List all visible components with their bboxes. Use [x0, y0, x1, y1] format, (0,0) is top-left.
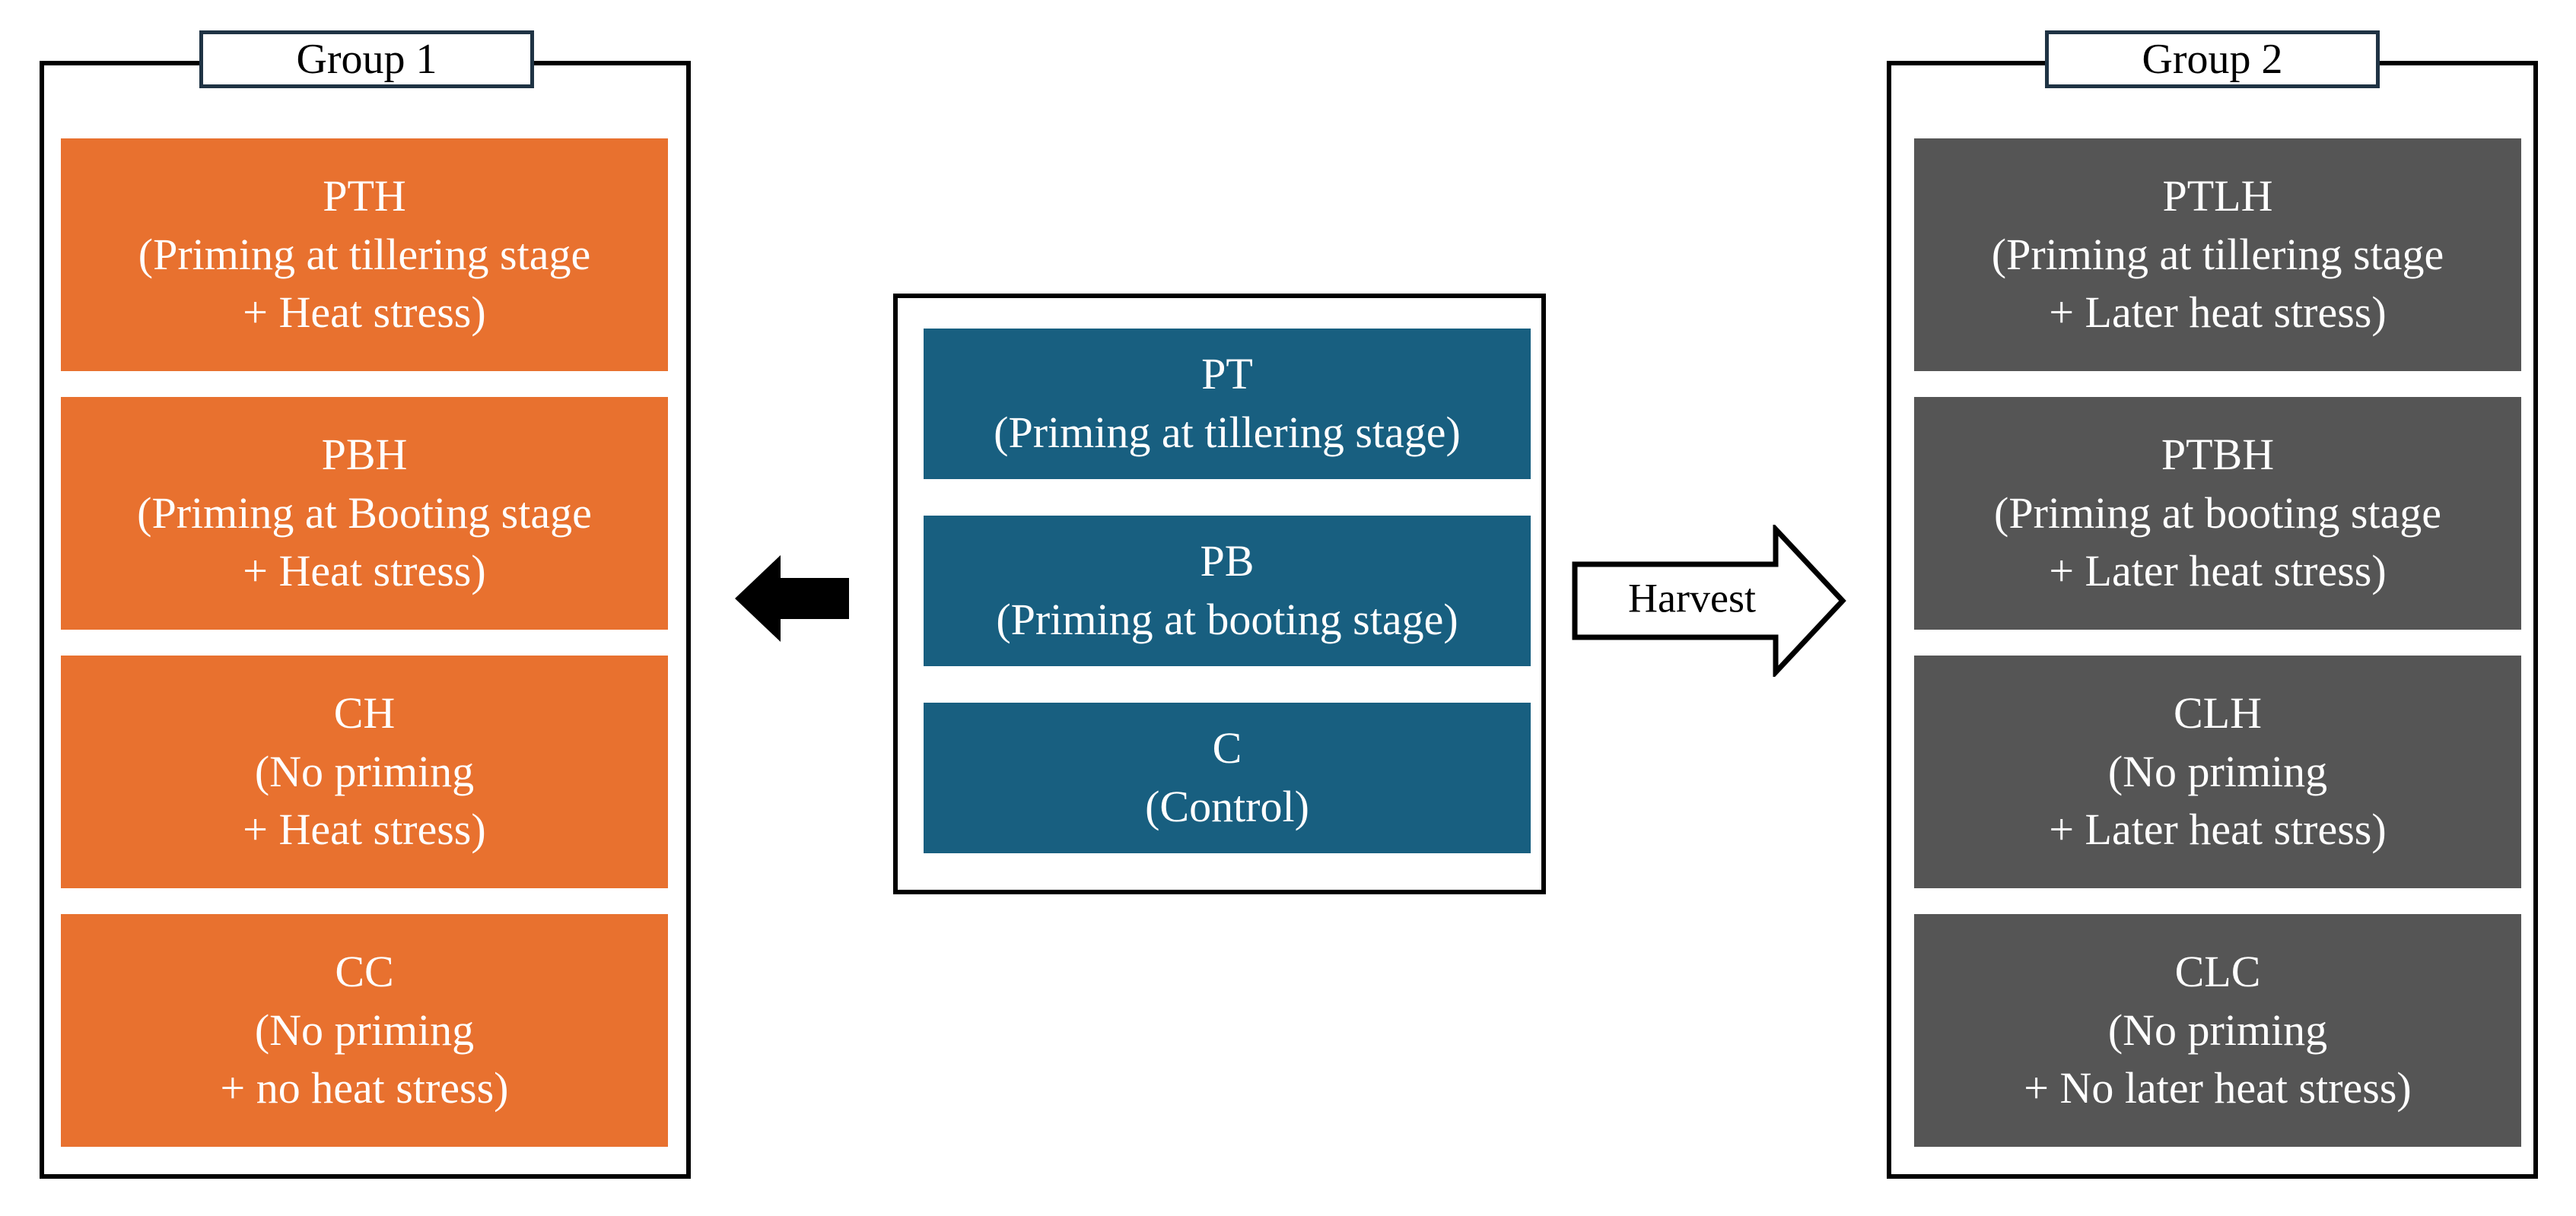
box-line1: (No priming	[254, 1005, 475, 1055]
group1-label: Group 1	[199, 30, 534, 88]
box-code: PTBH	[2161, 430, 2275, 480]
box-line1: (Control)	[1145, 782, 1309, 831]
box-code: PTH	[323, 171, 406, 221]
box-line1: (No priming	[254, 746, 475, 796]
center-box-pb: PB (Priming at booting stage)	[924, 516, 1531, 666]
box-line1: (No priming	[2107, 746, 2328, 796]
box-line2: + no heat stress)	[220, 1063, 509, 1113]
box-code: PBH	[321, 430, 408, 480]
box-line1: (Priming at booting stage	[1994, 487, 2441, 538]
box-code: C	[1212, 723, 1242, 773]
harvest-arrow-icon: Harvest	[1572, 525, 1846, 677]
group2-box-ptbh: PTBH (Priming at booting stage + Later h…	[1914, 397, 2521, 630]
box-line1: (Priming at tillering stage	[1991, 229, 2444, 279]
box-code: CLC	[2174, 947, 2261, 997]
group2-box-clc: CLC (No priming + No later heat stress)	[1914, 914, 2521, 1147]
box-line2: + Heat stress)	[243, 546, 486, 596]
box-code: PB	[1200, 536, 1255, 586]
box-code: PT	[1201, 349, 1253, 399]
box-line1: (Priming at booting stage)	[996, 595, 1458, 644]
harvest-label: Harvest	[1628, 575, 1756, 621]
box-line2: + Later heat stress)	[2049, 546, 2387, 596]
group1-box-pbh: PBH (Priming at Booting stage + Heat str…	[61, 397, 668, 630]
arrow-to-group1-icon	[735, 555, 849, 642]
box-code: CH	[333, 688, 396, 738]
box-line2: + Later heat stress)	[2049, 805, 2387, 855]
box-line1: (Priming at tillering stage	[138, 229, 591, 279]
box-code: PTLH	[2162, 171, 2273, 221]
box-code: CC	[335, 947, 394, 997]
group2-label: Group 2	[2045, 30, 2380, 88]
group1-box-pth: PTH (Priming at tillering stage + Heat s…	[61, 138, 668, 371]
box-line1: (No priming	[2107, 1005, 2328, 1055]
box-line1: (Priming at Booting stage	[137, 487, 592, 538]
center-box-pt: PT (Priming at tillering stage)	[924, 329, 1531, 479]
box-line1: (Priming at tillering stage)	[994, 408, 1461, 457]
box-code: CLH	[2174, 688, 2262, 738]
box-line2: + No later heat stress)	[2024, 1063, 2412, 1113]
group1-box-ch: CH (No priming + Heat stress)	[61, 656, 668, 888]
center-box-c: C (Control)	[924, 703, 1531, 853]
group2-box-ptlh: PTLH (Priming at tillering stage + Later…	[1914, 138, 2521, 371]
box-line2: + Heat stress)	[243, 287, 486, 338]
group2-box-clh: CLH (No priming + Later heat stress)	[1914, 656, 2521, 888]
box-line2: + Heat stress)	[243, 805, 486, 855]
box-line2: + Later heat stress)	[2049, 287, 2387, 338]
group1-box-cc: CC (No priming + no heat stress)	[61, 914, 668, 1147]
